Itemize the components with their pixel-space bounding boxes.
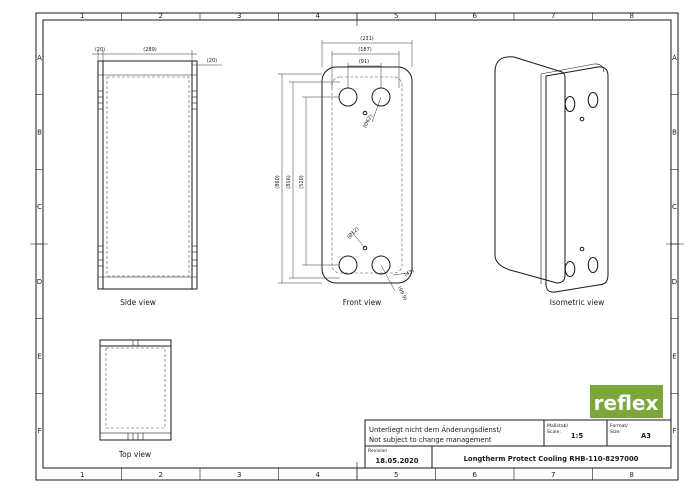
zone-row-label-left: A xyxy=(37,54,42,62)
front-view-label: Front view xyxy=(343,298,382,307)
dim-front-height-ports: (816) xyxy=(286,175,292,188)
zone-col-label-bottom: 4 xyxy=(316,471,321,479)
dim-front-port-span: (187) xyxy=(358,47,371,53)
front-plate xyxy=(321,66,413,284)
zone-col-label-bottom: 3 xyxy=(237,471,241,479)
zone-col-label-top: 3 xyxy=(237,12,241,20)
zone-col-label-top: 8 xyxy=(630,12,634,20)
dim-side-width: (289) xyxy=(143,47,156,53)
zone-row-label-left: F xyxy=(37,427,41,435)
zone-row-label-left: C xyxy=(37,203,42,211)
logo-background xyxy=(590,385,663,418)
dim-side-right: (20) xyxy=(207,58,217,64)
zone-row-label-right: D xyxy=(672,278,677,286)
reflex-logo: reflex xyxy=(590,385,663,418)
scale-value: 1:5 xyxy=(571,432,583,440)
format-value: A3 xyxy=(641,432,651,440)
zone-row-label-right: A xyxy=(672,54,677,62)
isometric-view-label: Isometric view xyxy=(550,298,605,307)
revision-label: Revision xyxy=(368,448,387,454)
zone-row-label-left: E xyxy=(37,353,41,361)
zone-row-label-right: E xyxy=(672,353,676,361)
outer-frame xyxy=(35,12,679,481)
format-label-en: Size: xyxy=(610,429,621,435)
zone-row-label-right: C xyxy=(672,203,677,211)
zone-row-label-right: B xyxy=(672,129,677,137)
scale-label-en: Scale: xyxy=(547,429,561,435)
isometric-view: Isometric view xyxy=(494,56,609,307)
dim-front-small-dia: (Ø12) xyxy=(345,225,360,240)
dim-front-height-inner: (520) xyxy=(299,175,305,188)
dim-front-height-total: (860) xyxy=(275,175,281,188)
iso-body xyxy=(494,56,566,284)
dim-front-chamfer: (43) xyxy=(404,268,416,278)
zone-row-label-left: B xyxy=(37,129,42,137)
format-label: Format/ xyxy=(610,423,628,429)
side-view-label: Side view xyxy=(120,298,156,307)
zone-col-label-bottom: 6 xyxy=(473,471,478,479)
zone-col-label-bottom: 7 xyxy=(551,471,555,479)
port-bottom-left xyxy=(338,255,358,275)
zone-col-label-top: 6 xyxy=(473,12,478,20)
product-name: Longtherm Protect Cooling RHB-110-829700… xyxy=(464,455,639,463)
zone-col-label-bottom: 5 xyxy=(394,471,398,479)
port-bottom-right xyxy=(371,255,391,275)
dim-front-port-gap: (91) xyxy=(359,59,369,65)
top-view-label: Top view xyxy=(118,450,151,459)
title-block: Unterliegt nicht dem Änderungsdienst/ No… xyxy=(364,419,672,469)
side-view: (20) (289) (20) Side view xyxy=(92,47,222,307)
port-top-left xyxy=(338,87,358,107)
side-view-body xyxy=(97,60,198,290)
zone-row-label-left: D xyxy=(37,278,42,286)
zone-col-label-top: 7 xyxy=(551,12,555,20)
dim-front-radius: (99.9) xyxy=(396,285,408,301)
zone-col-label-top: 5 xyxy=(394,12,398,20)
dim-side-left: (20) xyxy=(95,47,105,53)
zone-col-label-bottom: 1 xyxy=(80,471,84,479)
top-view: Top view xyxy=(99,339,172,459)
zone-col-label-bottom: 2 xyxy=(159,471,163,479)
revision-date: 18.05.2020 xyxy=(376,457,419,465)
zone-col-label-bottom: 8 xyxy=(630,471,634,479)
scale-label: Maßstab/ xyxy=(547,423,569,429)
front-view: (231) (187) (91) (860) (816) (520) (Ø62)… xyxy=(275,36,415,307)
zone-col-label-top: 1 xyxy=(80,12,84,20)
logo-text: reflex xyxy=(594,391,659,415)
zone-col-label-top: 4 xyxy=(316,12,321,20)
top-view-body xyxy=(99,339,172,441)
zone-col-label-top: 2 xyxy=(159,12,163,20)
notice-en: Not subject to change management xyxy=(369,436,492,444)
notice-de: Unterliegt nicht dem Änderungsdienst/ xyxy=(369,425,502,434)
dim-front-width: (231) xyxy=(360,36,373,42)
drawing-border xyxy=(42,19,672,469)
zone-row-label-right: F xyxy=(672,427,676,435)
